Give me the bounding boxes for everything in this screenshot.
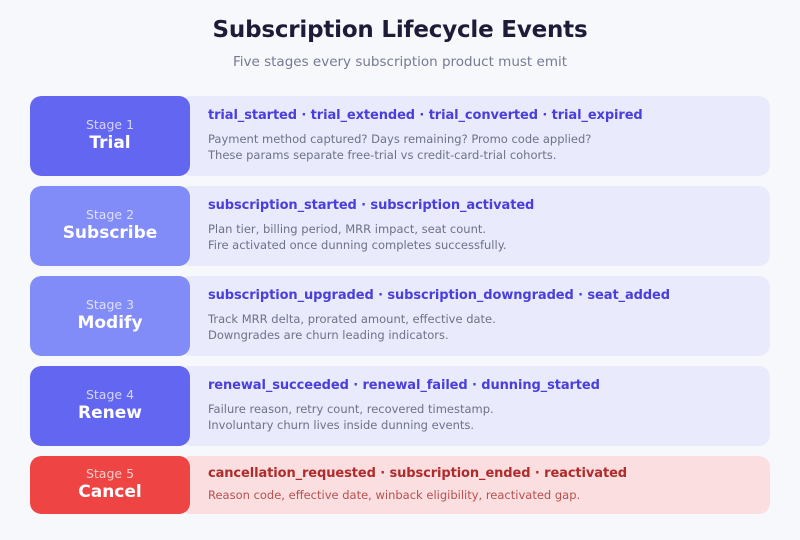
description-line: Payment method captured? Days remaining?…: [208, 131, 592, 146]
stage-row: Stage 2 Subscribe subscription_started ·…: [30, 185, 770, 266]
stage-events: renewal_succeeded · renewal_failed · dun…: [208, 378, 600, 394]
stage-description: Failure reason, retry count, recovered t…: [208, 401, 752, 434]
stage-number: Stage 5: [85, 465, 135, 481]
stage-name: Cancel: [78, 482, 142, 503]
page-subtitle: Five stages every subscription product m…: [232, 53, 568, 70]
stage-number: Stage 4: [85, 386, 135, 402]
header: Subscription Lifecycle Events Five stage…: [0, 0, 800, 70]
stage-row: Stage 1 Trial trial_started · trial_exte…: [30, 95, 770, 176]
description-line: Failure reason, retry count, recovered t…: [208, 401, 494, 416]
stage-badge-subscribe: Stage 2 Subscribe: [30, 185, 190, 266]
stage-row: Stage 5 Cancel cancellation_requested · …: [30, 455, 770, 514]
stage-number: Stage 1: [85, 116, 135, 132]
description-line: Fire activated once dunning completes su…: [208, 238, 507, 253]
description-line: Track MRR delta, prorated amount, effect…: [208, 311, 496, 326]
description-line: Reason code, effective date, winback eli…: [208, 487, 581, 502]
stage-name: Modify: [77, 313, 143, 334]
stage-row: Stage 3 Modify subscription_upgraded · s…: [30, 275, 770, 356]
stage-panel-cancel: cancellation_requested · subscription_en…: [179, 455, 770, 514]
stage-number: Stage 3: [85, 296, 135, 312]
stage-row: Stage 4 Renew renewal_succeeded · renewa…: [30, 365, 770, 446]
page-title: Subscription Lifecycle Events: [212, 17, 588, 43]
stage-name: Trial: [89, 133, 131, 154]
stage-description: Payment method captured? Days remaining?…: [208, 131, 752, 164]
stage-description: Track MRR delta, prorated amount, effect…: [208, 311, 752, 344]
stage-list: Stage 1 Trial trial_started · trial_exte…: [0, 95, 800, 514]
stage-badge-renew: Stage 4 Renew: [30, 365, 190, 446]
stage-name: Renew: [78, 403, 142, 424]
stage-number: Stage 2: [85, 206, 135, 222]
stage-panel-subscribe: subscription_started · subscription_acti…: [179, 185, 770, 266]
description-line: Downgrades are churn leading indicators.: [208, 328, 449, 343]
stage-badge-cancel: Stage 5 Cancel: [30, 455, 190, 514]
description-line: Plan tier, billing period, MRR impact, s…: [208, 221, 487, 236]
stage-events: cancellation_requested · subscription_en…: [208, 466, 627, 482]
stage-name: Subscribe: [62, 223, 158, 244]
stage-badge-trial: Stage 1 Trial: [30, 95, 190, 176]
description-line: These params separate free-trial vs cred…: [208, 148, 557, 163]
stage-panel-trial: trial_started · trial_extended · trial_c…: [179, 95, 770, 176]
stage-events: subscription_upgraded · subscription_dow…: [208, 288, 670, 304]
stage-events: trial_started · trial_extended · trial_c…: [208, 108, 643, 124]
stage-description: Reason code, effective date, winback eli…: [208, 487, 752, 503]
stage-description: Plan tier, billing period, MRR impact, s…: [208, 221, 752, 254]
stage-panel-modify: subscription_upgraded · subscription_dow…: [179, 275, 770, 356]
stage-panel-renew: renewal_succeeded · renewal_failed · dun…: [179, 365, 770, 446]
description-line: Involuntary churn lives inside dunning e…: [208, 418, 475, 433]
stage-events: subscription_started · subscription_acti…: [208, 198, 535, 214]
stage-badge-modify: Stage 3 Modify: [30, 275, 190, 356]
